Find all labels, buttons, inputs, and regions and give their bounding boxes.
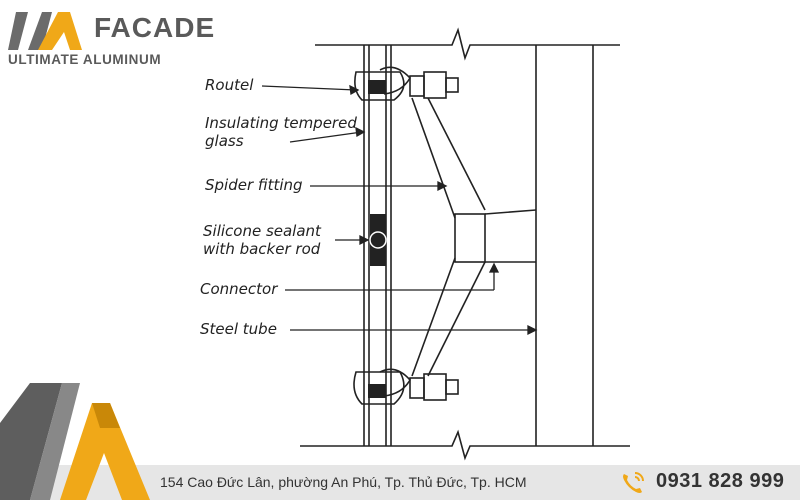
brand-name: FACADE — [94, 12, 216, 43]
leader-glass — [289, 131, 363, 143]
brand-tagline: ULTIMATE ALUMINUM — [8, 52, 162, 67]
label-sealant-line1: Silicone sealant — [203, 222, 322, 240]
label-glass-line2: glass — [205, 132, 244, 150]
label-glass-line1: Insulating tempered — [205, 114, 357, 132]
spider-arm-upper-2 — [427, 97, 486, 211]
bottom-break-line — [300, 429, 630, 461]
label-steel-tube: Steel tube — [200, 320, 277, 338]
label-sealant-line2: with backer rod — [203, 240, 321, 258]
spider-arm-lower-2 — [427, 261, 486, 377]
bottom-routel — [353, 371, 405, 405]
spider-arm-upper-1 — [411, 97, 456, 219]
silicone-sealant — [369, 214, 387, 266]
label-connector: Connector — [200, 280, 278, 298]
footer-address: 154 Cao Đức Lân, phường An Phú, Tp. Thủ … — [160, 474, 527, 490]
top-break-line — [315, 27, 620, 61]
leader-routel — [261, 85, 357, 91]
logo-mark-icon — [8, 12, 82, 50]
phone-icon — [623, 472, 644, 493]
corner-logo-graphic — [0, 383, 150, 500]
label-routel: Routel — [205, 76, 254, 94]
brand-logo: FACADE ULTIMATE ALUMINUM — [8, 8, 214, 68]
footer-phone[interactable]: 0931 828 999 — [656, 470, 785, 492]
spider-arm-lower-1 — [411, 257, 456, 377]
top-routel — [354, 71, 405, 101]
connector-block — [454, 213, 486, 263]
label-spider: Spider fitting — [205, 176, 303, 194]
